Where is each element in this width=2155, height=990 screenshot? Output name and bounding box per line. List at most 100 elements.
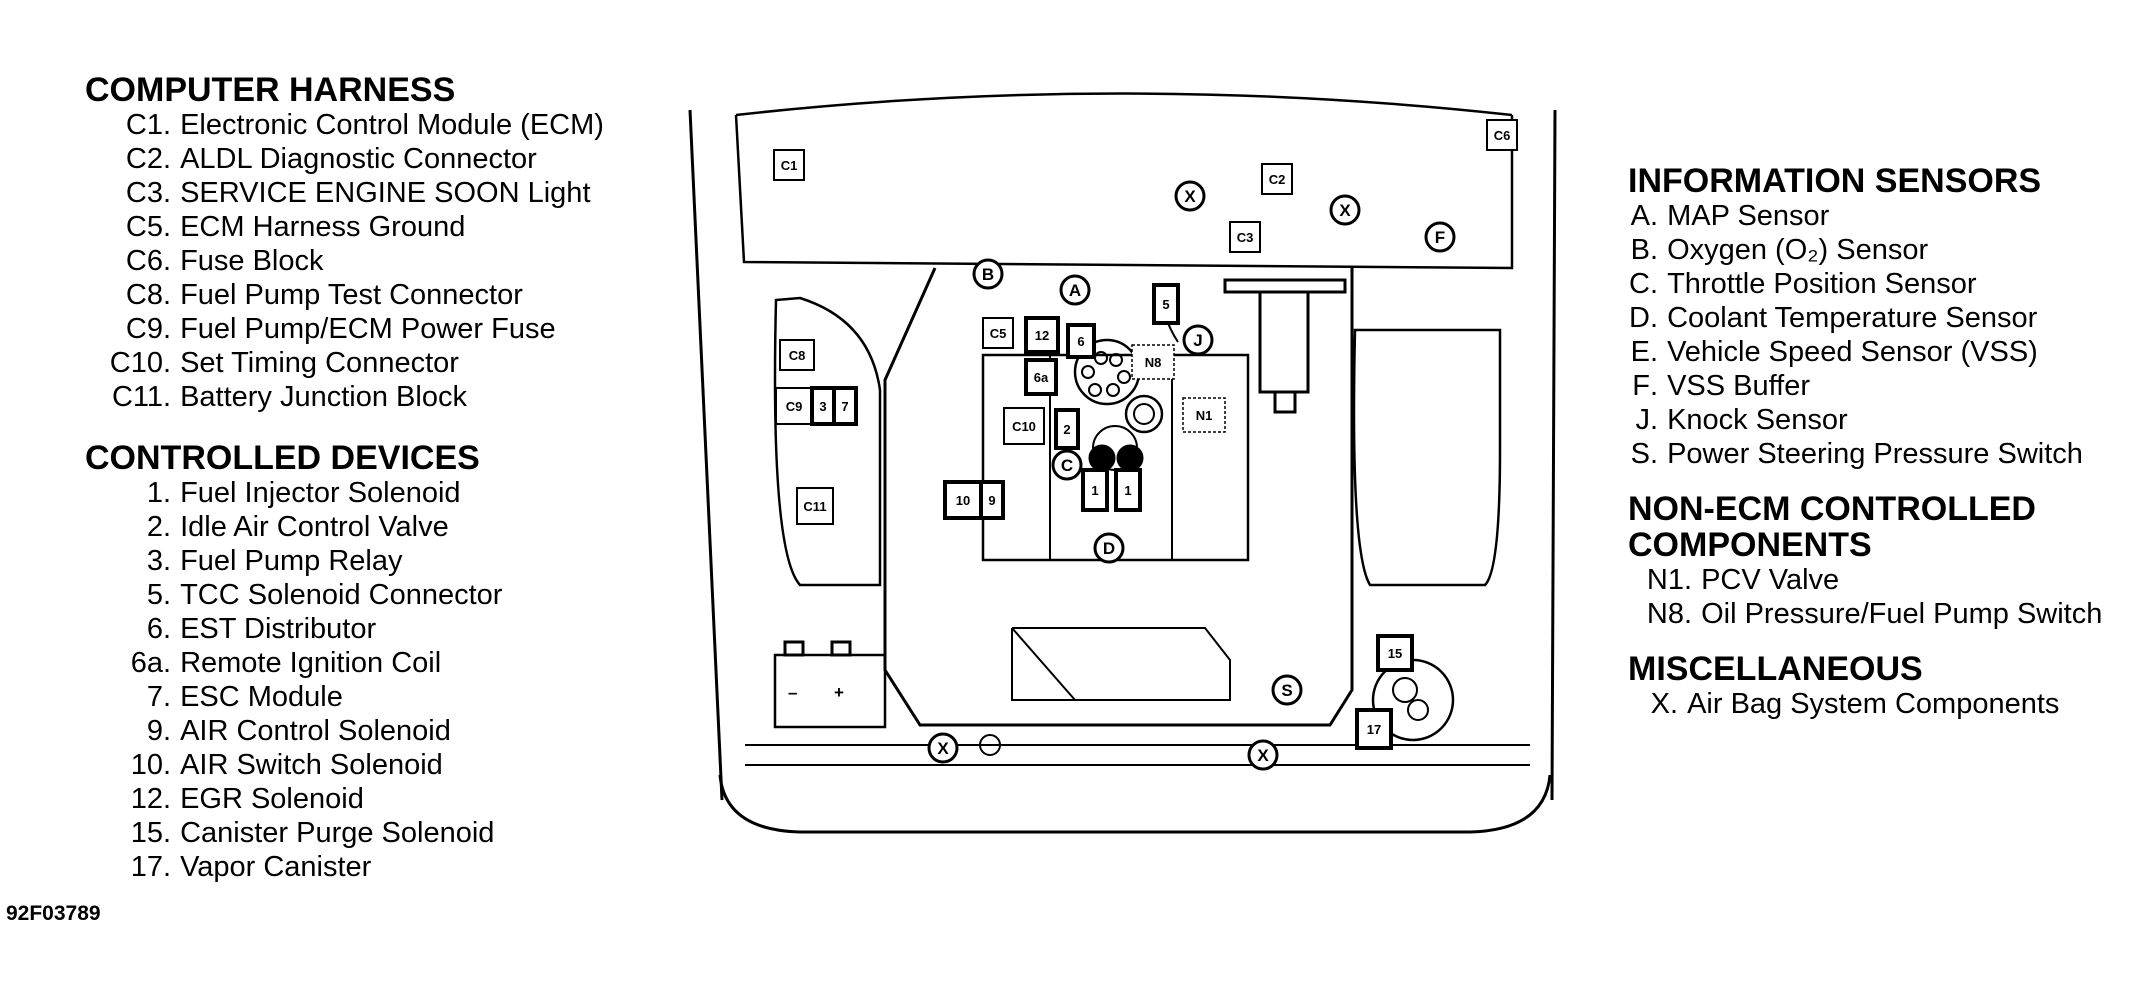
item-code: X <box>1650 688 1670 720</box>
box-c6 <box>1486 119 1518 151</box>
item-code: S <box>1630 438 1650 470</box>
label-c9: C9 <box>786 399 803 414</box>
battery-plus-label: + <box>834 683 844 702</box>
list-item: C.Throttle Position Sensor <box>1629 268 1977 300</box>
marker-f-label: F <box>1435 228 1445 247</box>
list-item: N8.Oil Pressure/Fuel Pump Switch <box>1628 597 2102 631</box>
list-item: C9.Fuel Pump/ECM Power Fuse <box>85 312 604 346</box>
battery-terminal <box>830 640 852 657</box>
box-d2 <box>1054 408 1080 450</box>
list-item: E.Vehicle Speed Sensor (VSS) <box>1628 335 2102 369</box>
marker-a <box>1059 274 1091 306</box>
list-item: F.VSS Buffer <box>1628 369 2102 403</box>
item-code: C6 <box>125 245 163 277</box>
list-item: 1.Fuel Injector Solenoid <box>85 476 604 510</box>
item-code: C9 <box>125 313 163 345</box>
label-d9: 9 <box>988 493 995 508</box>
item-code: N1 <box>1646 564 1684 596</box>
information-sensors-list: A.MAP Sensor B.Oxygen (O₂) Sensor C.Thro… <box>1628 199 2102 471</box>
injector-port <box>1088 444 1116 472</box>
distributor-terminal <box>1081 365 1095 379</box>
distributor-terminal <box>1088 383 1102 397</box>
left-legend: COMPUTER HARNESS C1.Electronic Control M… <box>85 72 604 884</box>
item-label: Battery Junction Block <box>180 381 467 413</box>
item-code: 1 <box>146 477 163 509</box>
information-sensors-heading: INFORMATION SENSORS <box>1628 162 2042 200</box>
left-inner-fender <box>773 296 882 587</box>
box-n1 <box>1182 397 1226 433</box>
item-code: C5 <box>125 211 163 243</box>
item-label: SERVICE ENGINE SOON Light <box>180 177 591 209</box>
firewall-outline <box>734 114 1514 270</box>
marker-b <box>972 258 1004 290</box>
item-label: Throttle Position Sensor <box>1667 268 1977 300</box>
marker-c-label: C <box>1061 456 1073 475</box>
label-c1: C1 <box>781 158 798 173</box>
non-ecm-heading-line2: COMPONENTS <box>1628 526 1872 564</box>
canister-port <box>1407 699 1429 721</box>
item-code: 6 <box>146 613 163 645</box>
item-label: AIR Switch Solenoid <box>180 749 443 781</box>
box-d15 <box>1376 634 1414 672</box>
item-code: 3 <box>146 545 163 577</box>
miscellaneous-heading: MISCELLANEOUS <box>1628 650 1923 688</box>
marker-x2-label: X <box>1339 201 1351 220</box>
marker-x1-label: X <box>1184 187 1196 206</box>
list-item: C1.Electronic Control Module (ECM) <box>85 108 604 142</box>
engine-outline <box>883 267 1354 727</box>
label-n1: N1 <box>1196 408 1213 423</box>
box-d9 <box>979 480 1005 520</box>
item-code: 15 <box>130 817 163 849</box>
list-item: 6.EST Distributor <box>85 612 604 646</box>
list-item: 7.ESC Module <box>85 680 604 714</box>
box-c1 <box>773 149 805 181</box>
item-code: 5 <box>146 579 163 611</box>
item-code: E <box>1630 336 1650 368</box>
item-label: Fuel Pump Test Connector <box>180 279 523 311</box>
item-label: ECM Harness Ground <box>180 211 466 243</box>
box-c11 <box>796 487 834 525</box>
marker-x3-label: X <box>937 739 949 758</box>
item-code: J <box>1635 404 1651 436</box>
box-d1a <box>1081 468 1109 512</box>
item-code: B <box>1630 234 1650 266</box>
distributor-port <box>1124 394 1164 434</box>
item-code: C3 <box>125 177 163 209</box>
item-label: Oxygen (O₂) Sensor <box>1667 234 1929 266</box>
box-n8 <box>1131 344 1175 380</box>
item-code: 6a <box>130 647 163 679</box>
box-c5 <box>982 317 1014 349</box>
label-d3: 3 <box>819 399 826 414</box>
item-label: EST Distributor <box>180 613 377 645</box>
item-label: MAP Sensor <box>1667 200 1830 232</box>
label-c5: C5 <box>990 326 1007 341</box>
label-n8: N8 <box>1145 355 1162 370</box>
list-item: C5.ECM Harness Ground <box>85 210 604 244</box>
box-d1b <box>1114 468 1142 512</box>
item-label: Vehicle Speed Sensor (VSS) <box>1667 336 2038 368</box>
box-d10 <box>943 480 983 520</box>
battery-terminal <box>783 640 805 657</box>
item-code: C11 <box>111 381 163 413</box>
item-code: 9 <box>146 715 163 747</box>
marker-d <box>1093 532 1125 564</box>
item-label: Coolant Temperature Sensor <box>1667 302 2038 334</box>
item-label: TCC Solenoid Connector <box>180 579 503 611</box>
item-code: C8 <box>125 279 163 311</box>
list-item: B.Oxygen (O₂) Sensor <box>1628 233 2102 267</box>
label-c2: C2 <box>1269 172 1286 187</box>
list-item: 9.AIR Control Solenoid <box>85 714 604 748</box>
item-code: C2 <box>125 143 163 175</box>
list-item: X.Air Bag System Components <box>1628 687 2102 721</box>
list-item: 10.AIR Switch Solenoid <box>85 748 604 782</box>
list-item: 6a.Remote Ignition Coil <box>85 646 604 680</box>
battery <box>773 653 887 729</box>
item-code: C <box>1629 268 1650 300</box>
computer-harness-heading: COMPUTER HARNESS <box>85 71 456 109</box>
item-label: ESC Module <box>180 681 343 713</box>
item-label: Idle Air Control Valve <box>180 511 449 543</box>
marker-d-label: D <box>1103 539 1115 558</box>
item-label: Canister Purge Solenoid <box>180 817 495 849</box>
item-code: 17 <box>130 851 163 883</box>
